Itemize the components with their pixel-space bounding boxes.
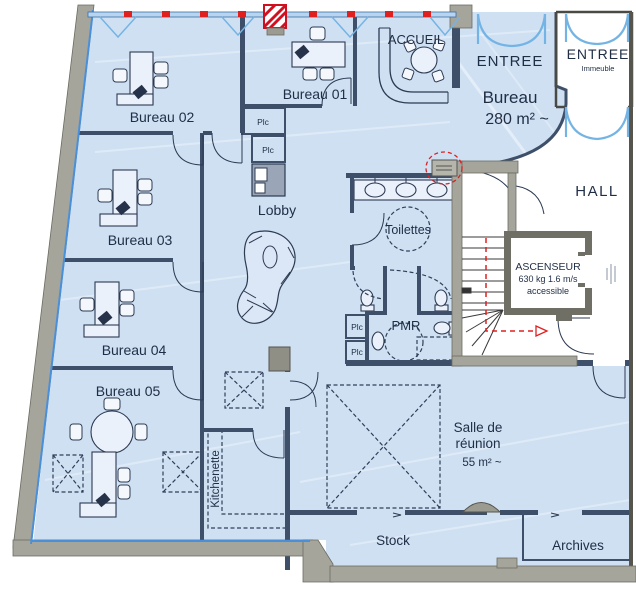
toilettes-fixtures [352,178,457,312]
striped-column [262,3,288,36]
label-salle-1: Salle de [454,420,503,435]
floor-area [33,12,632,582]
label-immeuble: Immeuble [582,64,615,73]
label-hall: HALL [575,183,619,200]
entry-doors [476,13,630,141]
elevator-note: accessible [527,286,569,296]
elevator: ASCENSEUR 630 kg 1.6 m/s accessible [504,231,592,321]
toilet-icon [360,289,375,312]
side-note-marks [606,264,616,284]
label-stock: Stock [376,533,410,548]
label-accueil: ACCUEIL [388,32,444,47]
elevator-name: ASCENSEUR [515,261,581,273]
desk-bureau-04 [79,281,135,338]
laptop-icon [132,84,148,100]
panel-highlight [425,151,463,185]
label-lobby: Lobby [258,202,296,218]
label-bureau-04: Bureau 04 [102,342,167,358]
laptop-icon [294,44,310,60]
duct-hump [461,502,502,513]
label-plc-4: Plc [351,347,364,357]
floor-main [33,12,567,545]
elevator-spec: 630 kg 1.6 m/s [518,274,578,284]
facade-window-wall [87,3,461,39]
label-plc-3: Plc [351,322,364,332]
label-archives: Archives [552,538,604,553]
evacuation-route [485,238,549,338]
window-markers [124,11,431,17]
staircase [461,236,504,356]
label-plc-1: Plc [257,117,270,127]
label-entree-immeuble: ENTREE [567,46,630,62]
sink-icon [371,331,385,351]
laptop-icon [97,310,113,326]
label-salle-2: réunion [455,436,500,451]
label-entree-office: ENTREE [477,53,544,70]
desk-bureau-01 [291,26,346,81]
lobby-sofa [236,230,296,324]
label-surface-area: 280 m² ~ [485,111,549,128]
laptop-icon [95,492,111,508]
label-bureau-03: Bureau 03 [108,232,173,248]
floor-meeting-stock [288,366,632,582]
label-toilettes: Toilettes [385,223,431,237]
laptop-icon [115,200,131,216]
desk-bureau-02 [112,51,169,106]
hall-right-wall [629,12,633,580]
table-bureau-05 [69,397,148,518]
archives-walls [522,514,630,561]
dashed-zone-meeting [326,384,441,509]
label-plc-2: Plc [262,145,275,155]
plc-cabinet [251,163,286,197]
window-line-left [30,9,94,545]
dashed-zone [224,371,264,409]
window-vent-marks [99,16,461,39]
label-bureau-01: Bureau 01 [283,86,348,102]
label-bureau-02: Bureau 02 [130,109,195,125]
room-labels: Bureau 02 Bureau 01 Bureau 03 Bureau 04 … [96,32,630,553]
accueil-furniture [378,27,449,104]
label-bureau-05: Bureau 05 [96,383,161,399]
pier [268,346,291,372]
label-pmr: PMR [392,318,421,333]
outer-walls [12,4,636,583]
label-surface-name: Bureau [483,88,538,107]
toilet-icon [434,289,449,312]
label-kitchenette: Kitchenette [210,450,222,508]
dashed-zone [52,454,84,493]
desk-bureau-03 [97,169,153,227]
label-salle-area: 55 m² ~ [462,457,502,469]
